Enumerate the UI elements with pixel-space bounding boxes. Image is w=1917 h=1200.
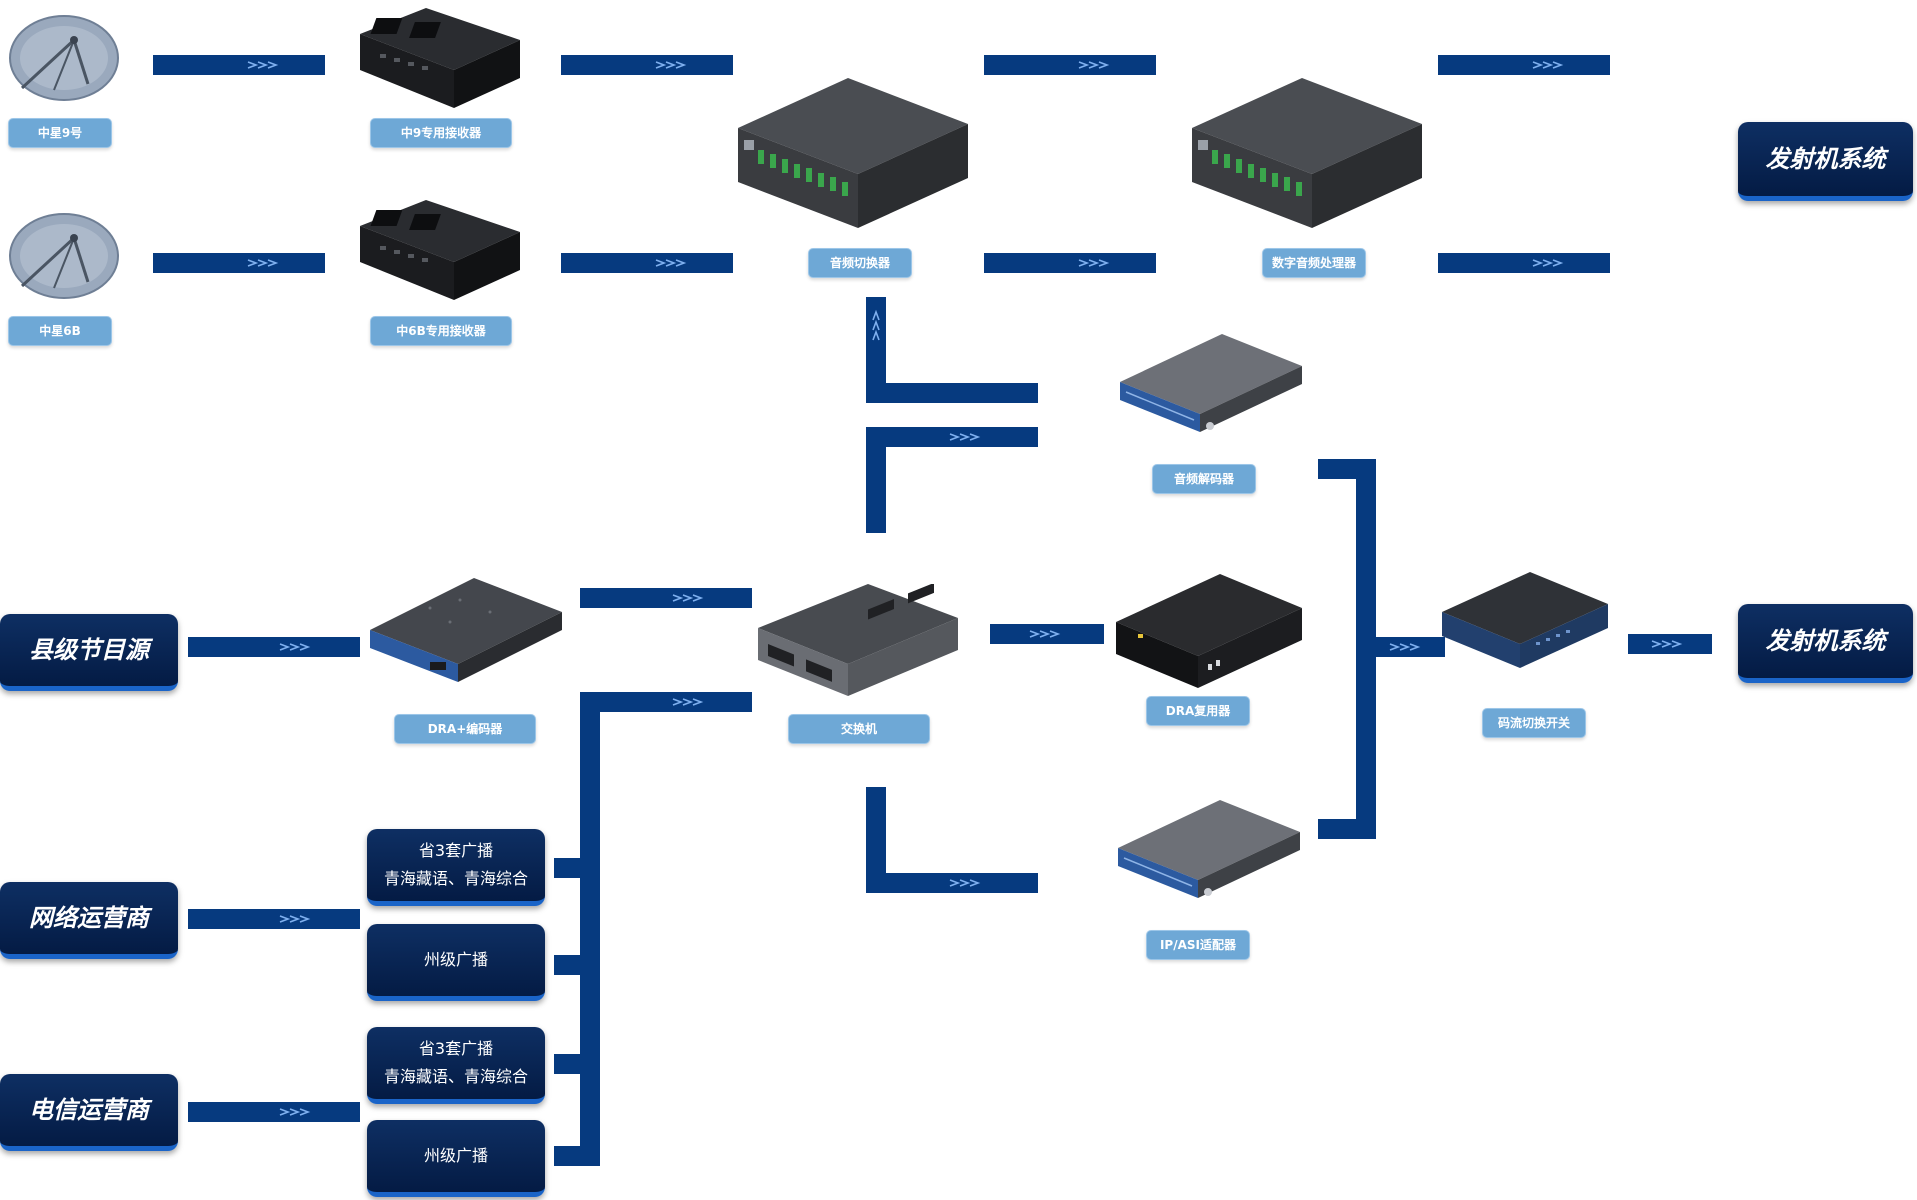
panel-network-text: 网络运营商 [29, 904, 149, 932]
link-audioswitch-dsp [984, 55, 1156, 75]
panel-telecom: 电信运营商 [0, 1074, 178, 1151]
panel-tx-mid-text: 发射机系统 [1765, 627, 1886, 655]
label-ip-asi: IP/ASI适配器 [1146, 930, 1250, 960]
bus-tap-1 [554, 858, 580, 878]
source-telecom-prefecture-text: 州级广播 [423, 1146, 488, 1165]
link-switch-decoder-h [866, 427, 1038, 447]
source-telecom-prov3-line2: 青海藏语、青海综合 [383, 1067, 528, 1086]
panel-county-text: 县级节目源 [29, 636, 149, 664]
label-dra-mux: DRA复用器 [1146, 696, 1250, 726]
source-network-prefecture: 州级广播 [367, 924, 545, 1001]
link-county-encoder [188, 637, 360, 657]
source-network-prefecture-text: 州级广播 [423, 950, 488, 969]
audio-decoder-device-icon [1120, 334, 1302, 432]
link-network-sources [188, 909, 360, 929]
link-decoder-up-h [866, 383, 1038, 403]
link-sat1-recv1 [153, 55, 325, 75]
label-switch: 交换机 [788, 714, 930, 744]
link-recv1-audioswitch [561, 55, 733, 75]
satellite-dish-icon [9, 15, 119, 101]
label-dsp: 数字音频处理器 [1262, 248, 1366, 278]
network-switch-device-icon [758, 584, 958, 696]
link-sat2-recv2 [153, 253, 325, 273]
panel-tx-mid: 发射机系统 [1738, 604, 1913, 683]
bus-top [580, 692, 752, 712]
dra-encoder-device-icon [370, 578, 562, 682]
source-telecom-prov3: 省3套广播 青海藏语、青海综合 [367, 1027, 545, 1104]
bus-vertical [580, 692, 600, 1166]
bracket-bottom [1318, 819, 1376, 839]
source-telecom-prefecture: 州级广播 [367, 1120, 545, 1197]
panel-county: 县级节目源 [0, 614, 178, 691]
panel-network: 网络运营商 [0, 882, 178, 959]
link-bracket-streamswitch [1375, 637, 1445, 657]
label-recv1: 中9专用接收器 [370, 118, 512, 148]
link-audioswitch-dsp-2 [984, 253, 1156, 273]
dra-multiplexer-device-icon [1116, 574, 1302, 688]
bus-tap-3 [554, 1054, 580, 1074]
satellite-dish-icon [9, 213, 119, 299]
source-network-prov3-line2: 青海藏语、青海综合 [383, 869, 528, 888]
link-encoder-switch [580, 588, 752, 608]
label-recv2: 中6B专用接收器 [370, 316, 512, 346]
stream-switch-device-icon [1442, 572, 1608, 668]
label-sat2: 中星6B [8, 316, 112, 346]
link-dsp-tx [1438, 55, 1610, 75]
link-decoder-up-v [866, 297, 886, 403]
link-dsp-tx-2 [1438, 253, 1610, 273]
label-stream-switch: 码流切换开关 [1482, 708, 1586, 738]
link-switch-ipasi-v [866, 787, 886, 893]
source-telecom-prov3-line1: 省3套广播 [418, 1039, 494, 1058]
audio-processor-device-icon [1192, 78, 1422, 228]
panel-tx-top: 发射机系统 [1738, 122, 1913, 201]
source-network-prov3: 省3套广播 青海藏语、青海综合 [367, 829, 545, 906]
audio-switcher-device-icon [738, 78, 968, 228]
bus-tap-2 [554, 955, 580, 975]
panel-tx-top-text: 发射机系统 [1765, 145, 1886, 173]
link-switch-decoder-v [866, 427, 886, 533]
label-decoder: 音频解码器 [1152, 464, 1256, 494]
label-dra-encoder: DRA+编码器 [394, 714, 536, 744]
label-sat1: 中星9号 [8, 118, 112, 148]
bracket-vertical [1356, 459, 1376, 839]
label-audio-switch: 音频切换器 [808, 248, 912, 278]
panel-telecom-text: 电信运营商 [29, 1096, 149, 1124]
source-network-prov3-line1: 省3套广播 [418, 841, 494, 860]
receiver-device-icon [360, 200, 520, 300]
link-telecom-sources [188, 1102, 360, 1122]
link-switch-ipasi-h [866, 873, 1038, 893]
ip-asi-adapter-device-icon [1118, 800, 1300, 898]
receiver-device-icon [360, 8, 520, 108]
link-recv2-audioswitch [561, 253, 733, 273]
bus-tap-4 [554, 1146, 580, 1166]
